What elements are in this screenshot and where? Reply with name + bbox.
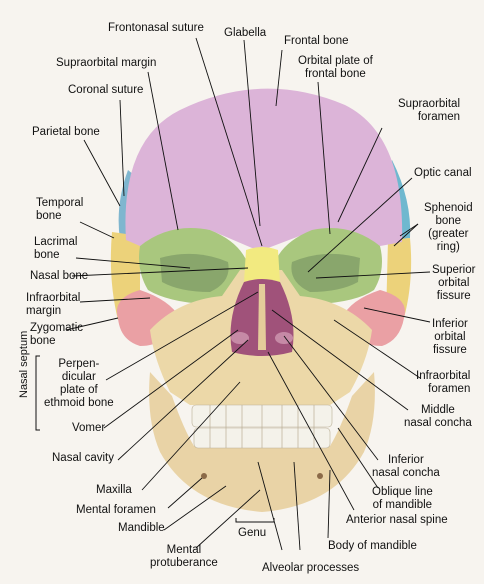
label-nasal-cavity: Nasal cavity (52, 452, 114, 465)
label-supraorbital-foramen: Supraorbital foramen (398, 98, 460, 124)
label-middle-nasal-concha: Middle nasal concha (404, 404, 472, 430)
label-body-of-mandible: Body of mandible (328, 540, 417, 553)
label-orbital-plate: Orbital plate of frontal bone (298, 55, 373, 81)
label-superior-orbital-fissure: Superior orbital fissure (432, 264, 475, 303)
label-alveolar-processes: Alveolar processes (262, 562, 359, 575)
label-mental-protuberance: Mental protuberance (150, 544, 218, 570)
label-lacrimal-bone: Lacrimal bone (34, 236, 77, 262)
label-frontal-bone: Frontal bone (284, 35, 349, 48)
label-nasal-bone: Nasal bone (30, 270, 88, 283)
label-mental-foramen: Mental foramen (76, 504, 156, 517)
label-genu: Genu (238, 527, 266, 540)
label-optic-canal: Optic canal (414, 167, 472, 180)
label-temporal-bone: Temporal bone (36, 197, 83, 223)
label-zygomatic-bone: Zygomatic bone (30, 322, 83, 348)
label-inferior-orbital-fissure: Inferior orbital fissure (432, 318, 468, 357)
mental-foramen-right (317, 473, 323, 479)
label-infraorbital-foramen: Infraorbital foramen (416, 370, 470, 396)
genu-bracket (236, 518, 274, 522)
label-glabella: Glabella (224, 27, 266, 40)
label-vomer: Vomer (72, 422, 105, 435)
nasal-bone (244, 247, 280, 282)
label-nasal-septum: Nasal septum (18, 331, 30, 398)
label-inferior-nasal-concha: Inferior nasal concha (372, 454, 440, 480)
label-anterior-nasal-spine: Anterior nasal spine (346, 514, 448, 527)
nasal-septum-bracket (36, 356, 40, 430)
label-parietal-bone: Parietal bone (32, 126, 100, 139)
label-maxilla: Maxilla (96, 484, 132, 497)
label-sphenoid-bone: Sphenoid bone (greater ring) (424, 202, 473, 254)
inferior-nasal-concha-left (231, 332, 249, 344)
label-mandible: Mandible (118, 522, 165, 535)
label-coronal-suture: Coronal suture (68, 84, 143, 97)
label-perpendicular-plate: Perpen- dicular plate of ethmoid bone (44, 358, 114, 410)
nasal-septum-shape (258, 284, 266, 350)
label-oblique-line: Oblique line of mandible (372, 486, 433, 512)
label-infraorbital-margin: Infraorbital margin (26, 292, 80, 318)
label-frontonasal-suture: Frontonasal suture (108, 22, 204, 35)
inferior-nasal-concha-right (275, 332, 293, 344)
label-supraorbital-margin: Supraorbital margin (56, 57, 156, 70)
